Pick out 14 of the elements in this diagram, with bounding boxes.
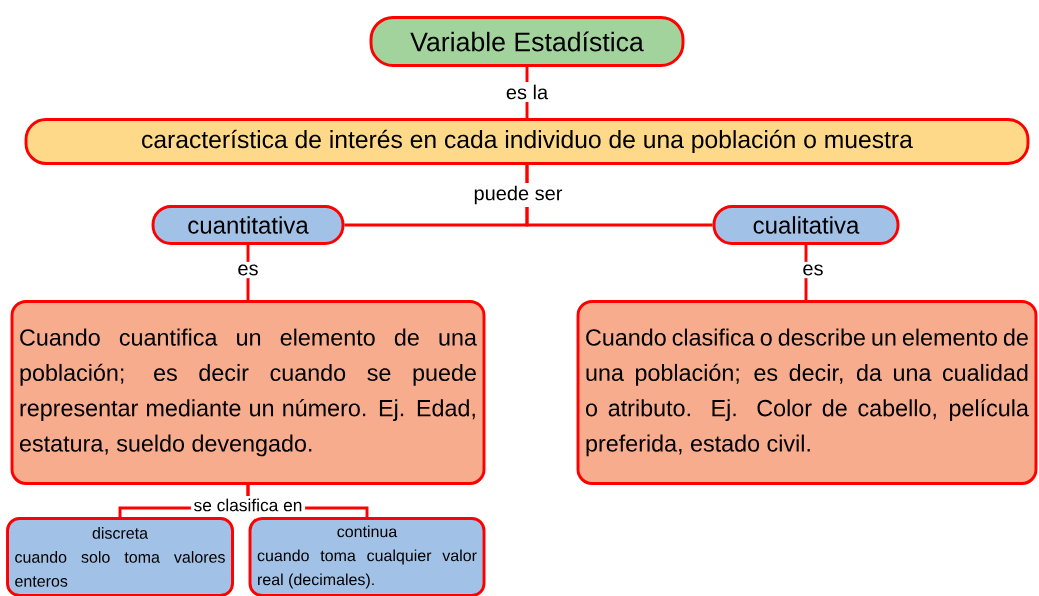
edge-label: se clasifica en — [190, 495, 306, 515]
subtype-box: discreta cuando solo toma valores enteros — [6, 517, 234, 596]
edge-label: es — [799, 261, 827, 279]
definition-box: Cuando cuantifica un elemento de una población; es decir cuando se puede representar mediante un número. Ej. Edad, estatura, sueldo devengado. — [10, 300, 486, 485]
connector-line — [525, 164, 713, 227]
category-box: cualitativa — [712, 205, 900, 245]
edge-label: puede ser — [470, 183, 566, 207]
concept-box: característica de interés en cada individuo de una población o muestra — [24, 118, 1030, 165]
subtype-box: continua cuando toma cualquier valor real (decimales). — [248, 517, 486, 596]
definition-box: Cuando clasifica o describe un elemento de una población; es decir, da una cualidad o atributo. Ej. Color de cabello, película preferida, estado civil. — [576, 300, 1038, 485]
edge-label: es — [234, 261, 262, 279]
edge-label: es la — [503, 82, 551, 102]
title-box: Variable Estadística — [369, 16, 685, 67]
category-box: cuantitativa — [151, 205, 345, 245]
